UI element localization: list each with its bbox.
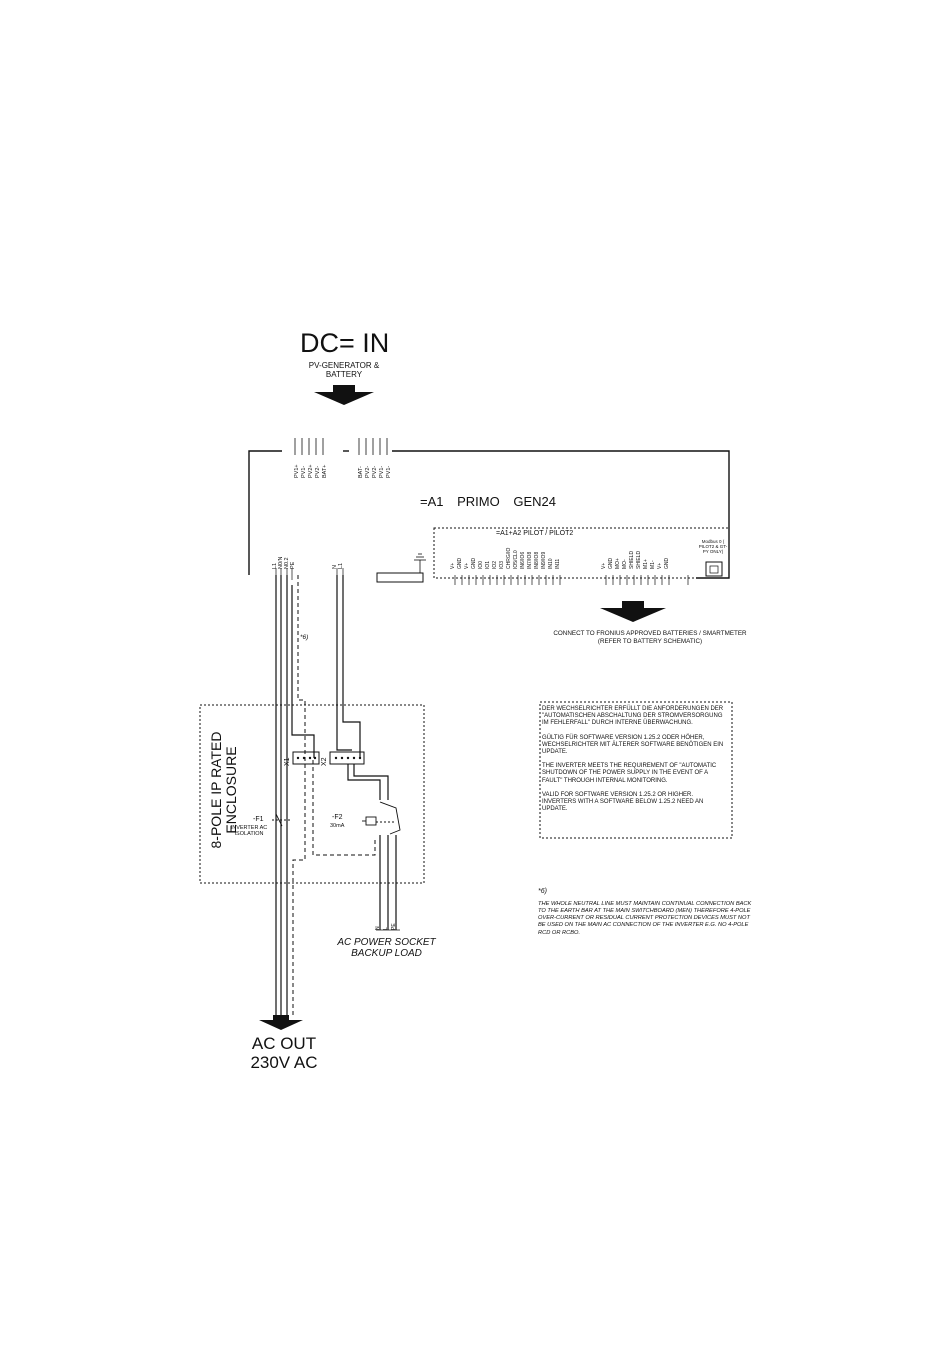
cable-pe-route (291, 585, 315, 758)
f2-tag: -F2 (332, 814, 343, 821)
connect-arrow (600, 608, 666, 622)
terminal-label: CHRG/IO (506, 547, 512, 569)
terminal-label: M1+ (643, 559, 649, 569)
terminal-label: V+ (601, 562, 607, 569)
terminal-label: L1 (338, 562, 344, 569)
terminal-label: MO- (622, 559, 628, 569)
ac-out-arrow (259, 1020, 303, 1030)
terminal-label: IN7/IO8 (527, 551, 533, 569)
dc-in-arrow (314, 392, 374, 405)
terminal-label: PV2- (315, 465, 321, 478)
enclosure-title: 8-POLE IP RATED ENCLOSURE (208, 731, 240, 849)
terminal-label: IO0 (478, 560, 484, 569)
footnote-mark: *6) (538, 888, 547, 895)
terminal-label: PV2- (372, 465, 378, 478)
x1-label: X1 (284, 757, 291, 766)
x1-terminal (292, 751, 320, 765)
pilot-box (433, 527, 730, 579)
terminal-label: GND (471, 557, 477, 569)
terminal-label: SHIELD (636, 550, 642, 569)
note-en-1: THE INVERTER MEETS THE REQUIREMENT OF "A… (542, 763, 717, 784)
terminal-label: PV2+ (308, 464, 314, 478)
terminal-label: PV1- (386, 465, 392, 478)
terminal-label: PE (391, 923, 397, 930)
x2-terminal (329, 751, 365, 765)
terminal-label: V+ (464, 562, 470, 569)
terminal-label: GND (664, 557, 670, 569)
terminal-label: GND (457, 557, 463, 569)
ac-out-label: AC OUT 230V AC (250, 1034, 318, 1072)
note-en-2: VALID FOR SOFTWARE VERSION 1.25.2 OR HIG… (542, 791, 704, 813)
dc-in-title: DC= IN (300, 328, 390, 358)
terminal-label: IO1 (485, 560, 491, 569)
note-de-1: DER WECHSELRICHTER ERFÜLLT DIE ANFORDERU… (542, 706, 724, 727)
notes-box (539, 701, 733, 839)
f1-isolator (272, 813, 290, 827)
dc-in-subtitle: PV-GENERATOR & BATTERY (308, 361, 380, 379)
inverter-label: =A1 PRIMO GEN24 (420, 494, 556, 509)
f1-description: INVERTER AC ISOLATION (230, 825, 268, 838)
terminal-label: IN6/IO6 (520, 551, 526, 569)
terminal-label: V+ (657, 562, 663, 569)
compliance-notes: DER WECHSELRICHTER ERFÜLLT DIE ANFORDERU… (542, 706, 726, 820)
terminal-label: GND (608, 557, 614, 569)
pilot-pin-ticks (454, 575, 689, 585)
note-de-2: GÜLTIG FÜR SOFTWARE VERSION 1.25.2 ODER … (542, 734, 724, 755)
f2-rating: 30mA (330, 823, 345, 829)
terminal-label: N (375, 926, 381, 930)
modbus-note: Modbus 0 ( PILOT2 & GT-PY ONLY) (698, 539, 728, 554)
x2-label: X2 (321, 757, 328, 766)
pilot-label: =A1+A2 PILOT / PILOT2 (496, 530, 574, 537)
socket-label: AC POWER SOCKET BACKUP LOAD (337, 937, 436, 959)
footnote-text: THE WHOLE NEUTRAL LINE MUST MAINTAIN CON… (538, 901, 752, 936)
neutral-footnote-mark: *6) (300, 634, 309, 641)
terminal-label: L (383, 927, 389, 930)
enclosure-box (199, 704, 425, 884)
connect-note: CONNECT TO FRONIUS APPROVED BATTERIES / … (553, 630, 747, 645)
terminal-label: IO2 (492, 560, 498, 569)
modbus-port (705, 561, 723, 577)
terminal-label: MO+ (615, 558, 621, 569)
terminal-label: IO5/CL0 (513, 550, 519, 569)
terminal-label: PV1- (301, 465, 307, 478)
terminal-label: IO3 (499, 560, 505, 569)
terminal-label: PV1- (379, 465, 385, 478)
f1-tag: -F1 (253, 816, 264, 823)
earth-symbol (414, 553, 426, 573)
neutral-dashed (292, 575, 306, 1017)
terminal-label: IN10 (548, 558, 554, 569)
dc-terminals (294, 438, 388, 455)
terminal-label: IN8/IO8 (534, 551, 540, 569)
terminal-label: BAT+ (322, 464, 328, 478)
terminal-label: BAT- (358, 466, 364, 478)
earth-bar (376, 572, 424, 583)
terminal-label: PV1+ (294, 464, 300, 478)
f2-rcd (362, 801, 401, 835)
terminal-label: V+ (450, 562, 456, 569)
terminal-label: PV2- (365, 465, 371, 478)
terminal-label: M1- (650, 560, 656, 569)
inverter-outline-left (248, 450, 282, 575)
terminal-label: IN11 (555, 558, 561, 569)
terminal-label: SHIELD (629, 550, 635, 569)
terminal-label: IN9/IO9 (541, 551, 547, 569)
terminal-label: PE (290, 561, 296, 569)
